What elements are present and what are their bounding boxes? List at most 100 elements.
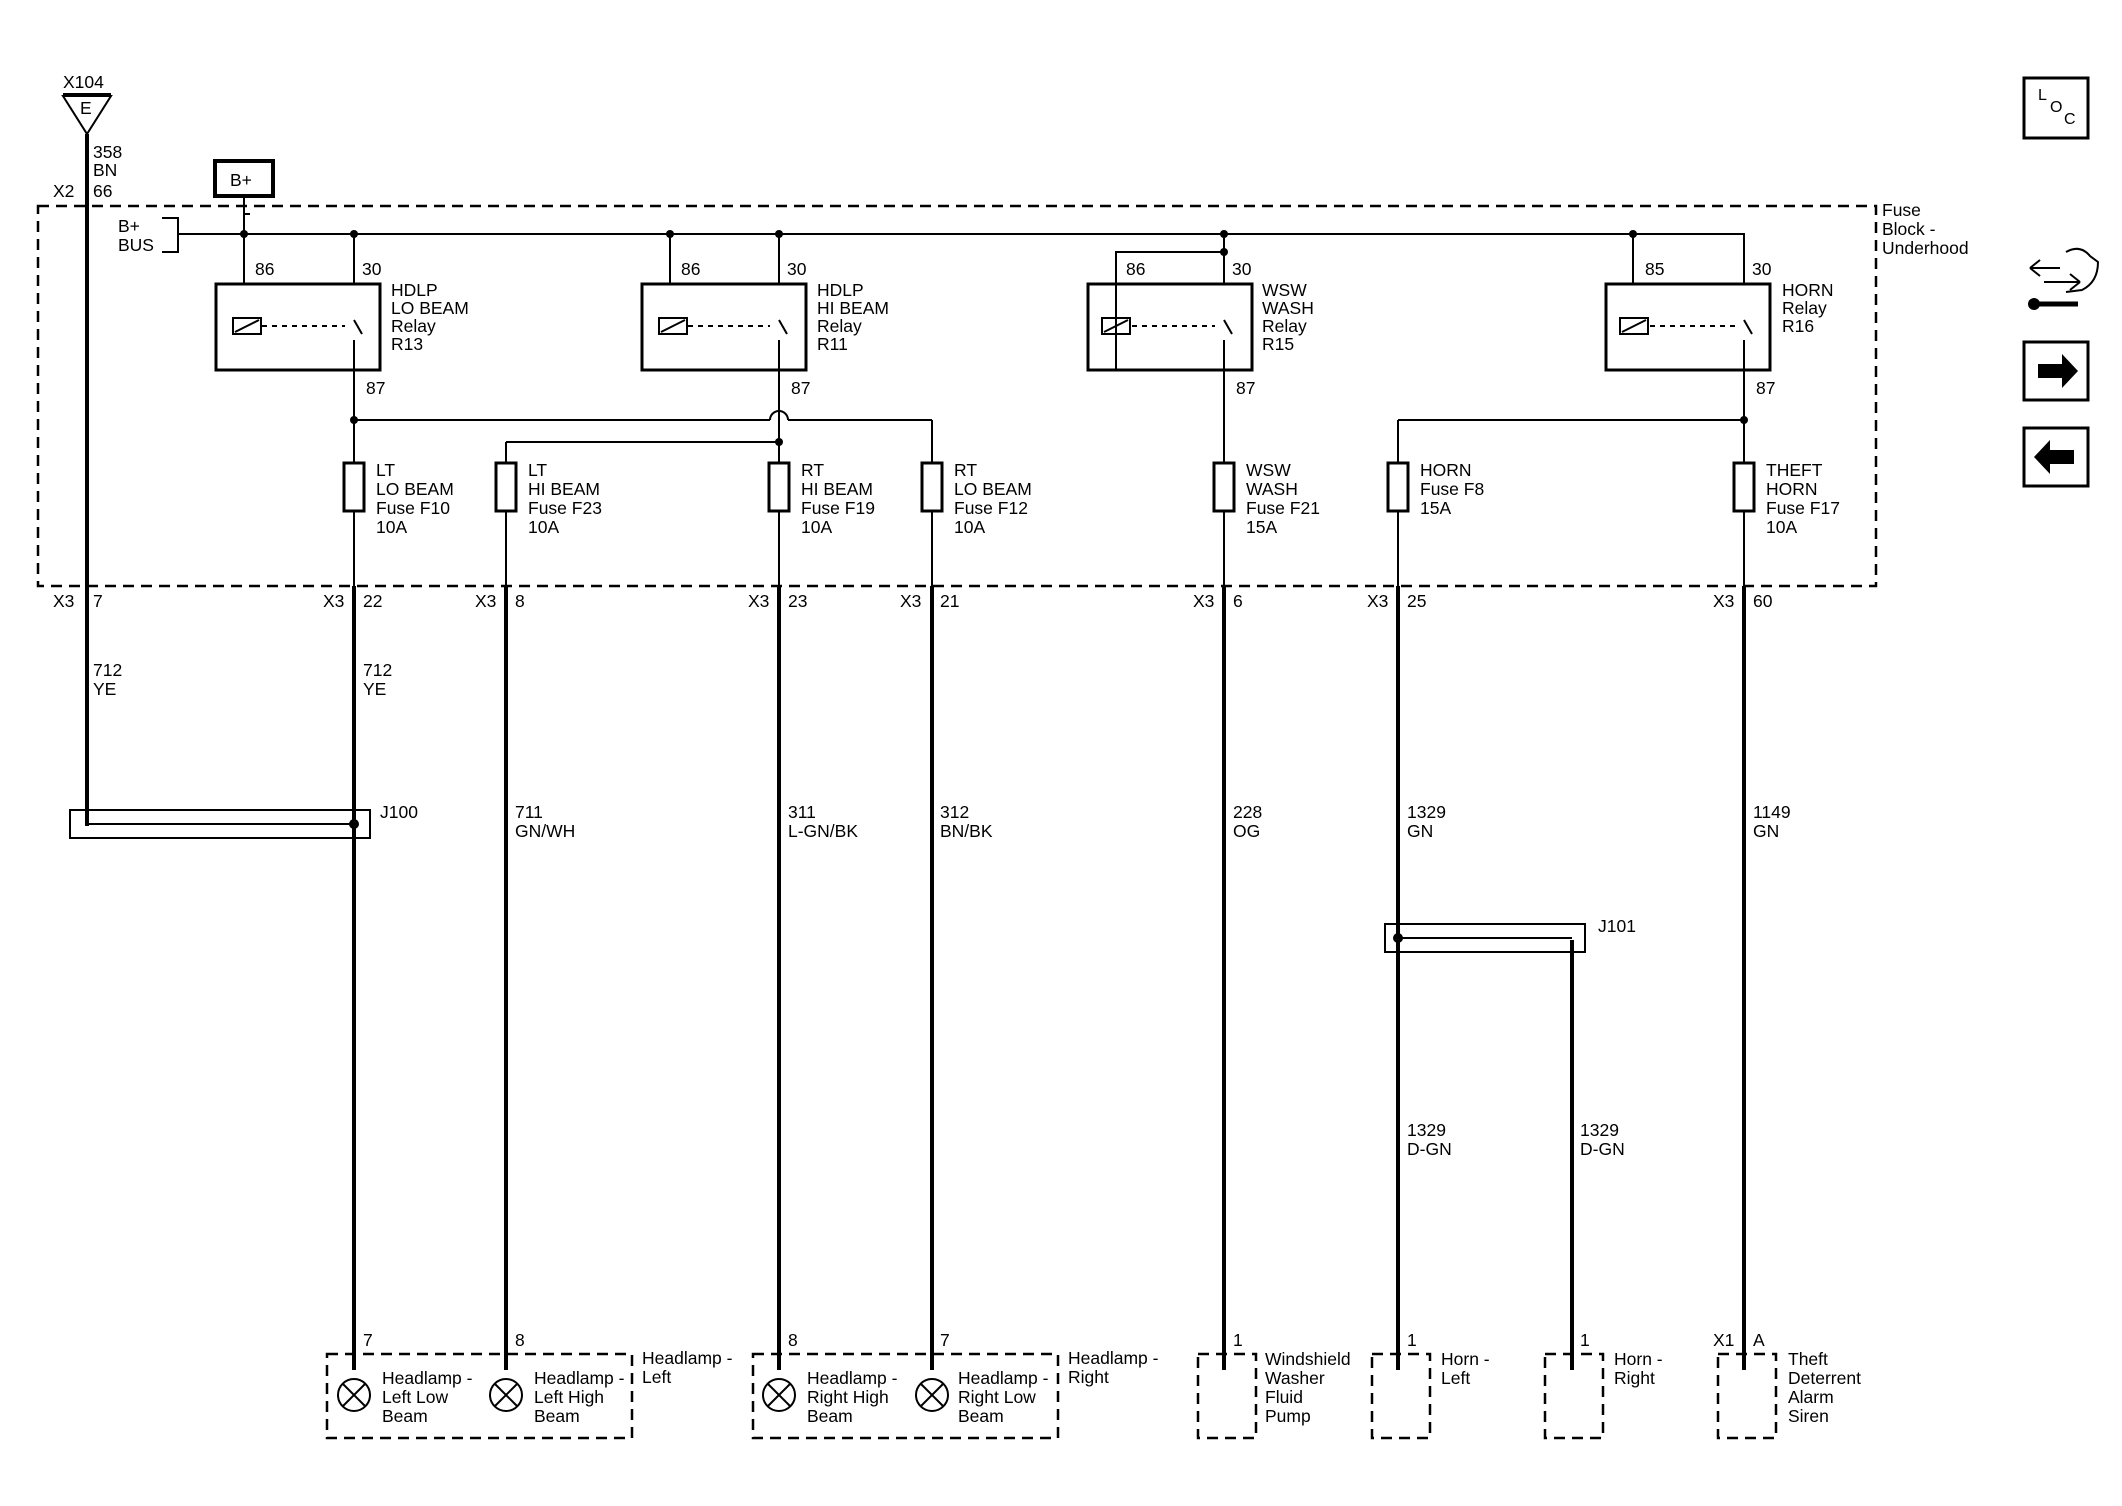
relay-r13: 86 30 87 HDLP LO BEAM Relay R13 [214, 234, 469, 398]
x2-connector: X2 [53, 181, 74, 201]
fuse-block-outline [36, 204, 1878, 588]
relay-r11-pin-86: 86 [681, 259, 700, 279]
relay-r13-label-3: R13 [391, 334, 423, 354]
relay-r11-label-2: Relay [817, 316, 862, 336]
svg-text:Siren: Siren [1788, 1406, 1829, 1426]
svg-text:THEFT: THEFT [1766, 460, 1823, 480]
loc-button[interactable]: L O C [2022, 76, 2090, 140]
wire-311-color: L-GN/BK [788, 821, 858, 841]
svg-text:1: 1 [1407, 1330, 1417, 1350]
svg-text:23: 23 [788, 591, 807, 611]
fuse-block-label-0: Fuse [1882, 200, 1921, 220]
svg-text:HORN: HORN [1420, 460, 1472, 480]
svg-text:Headlamp -: Headlamp - [642, 1348, 733, 1368]
wire-1329-left-color: D-GN [1407, 1139, 1452, 1159]
fuse-f8: HORN Fuse F8 15A [1386, 460, 1484, 518]
relay-r13-label-0: HDLP [391, 280, 438, 300]
wire-712-color: YE [363, 679, 386, 699]
arrow-right-icon[interactable] [2022, 340, 2090, 402]
fuse-f12: RT LO BEAM Fuse F12 10A [920, 460, 1032, 537]
connector-icon[interactable] [2028, 247, 2100, 310]
svg-text:Fuse F8: Fuse F8 [1420, 479, 1484, 499]
svg-text:HI BEAM: HI BEAM [528, 479, 600, 499]
relay-r15-pin-86: 86 [1126, 259, 1145, 279]
svg-text:LO BEAM: LO BEAM [376, 479, 454, 499]
fuse-block-label-2: Underhood [1882, 238, 1969, 258]
svg-text:X3: X3 [748, 591, 769, 611]
svg-text:Pump: Pump [1265, 1406, 1311, 1426]
relay-r16-label-0: HORN [1782, 280, 1834, 300]
svg-text:Washer: Washer [1265, 1368, 1325, 1388]
wire-228-color: OG [1233, 821, 1260, 841]
svg-text:10A: 10A [1766, 517, 1797, 537]
wire-312-color: BN/BK [940, 821, 993, 841]
wire-712-num: 712 [363, 660, 392, 680]
svg-text:Theft: Theft [1788, 1349, 1828, 1369]
svg-text:HORN: HORN [1766, 479, 1818, 499]
svg-text:Right: Right [1068, 1367, 1109, 1387]
relay-r13-pin-87: 87 [366, 378, 385, 398]
relay-r15-label-1: WASH [1262, 298, 1314, 318]
svg-text:15A: 15A [1246, 517, 1277, 537]
svg-text:Beam: Beam [534, 1406, 580, 1426]
fuse-f10: LT LO BEAM Fuse F10 10A [342, 460, 454, 537]
svg-text:10A: 10A [376, 517, 407, 537]
relay-r13-label-1: LO BEAM [391, 298, 469, 318]
relay-r11-label-3: R11 [817, 334, 848, 354]
svg-text:WASH: WASH [1246, 479, 1298, 499]
fuse-block-label-1: Block - [1882, 219, 1936, 239]
wire-312-num: 312 [940, 802, 969, 822]
svg-text:WSW: WSW [1246, 460, 1291, 480]
relay-r13-pin-30: 30 [362, 259, 382, 279]
wire-711-color: GN/WH [515, 821, 575, 841]
svg-text:Fluid: Fluid [1265, 1387, 1303, 1407]
svg-text:X3: X3 [900, 591, 921, 611]
lamp-left-low-icon [337, 1378, 371, 1412]
wire-1149-color: GN [1753, 821, 1779, 841]
ground-wire-color: BN [93, 160, 117, 180]
svg-text:1: 1 [1233, 1330, 1243, 1350]
relay-r15-label-3: R15 [1262, 334, 1294, 354]
fuse-f21: WSW WASH Fuse F21 15A [1212, 460, 1320, 537]
relay-r16-label-1: Relay [1782, 298, 1827, 318]
wire-228-num: 228 [1233, 802, 1262, 822]
svg-text:Windshield: Windshield [1265, 1349, 1351, 1369]
svg-text:Alarm: Alarm [1788, 1387, 1834, 1407]
relay-r11-label-1: HI BEAM [817, 298, 889, 318]
bus-label-0: B+ [118, 216, 140, 236]
svg-text:X3: X3 [475, 591, 496, 611]
svg-text:Left High: Left High [534, 1387, 604, 1407]
svg-text:L: L [2038, 87, 2047, 104]
ground-id: X104 [63, 72, 104, 92]
svg-text:J100: J100 [380, 802, 418, 822]
svg-text:7: 7 [363, 1330, 373, 1350]
wire-1149-num: 1149 [1753, 802, 1791, 822]
svg-text:Fuse F23: Fuse F23 [528, 498, 602, 518]
svg-text:10A: 10A [801, 517, 832, 537]
relay-r16-pin-85: 85 [1645, 259, 1664, 279]
svg-text:Right High: Right High [807, 1387, 889, 1407]
svg-text:21: 21 [940, 591, 959, 611]
svg-text:X3: X3 [323, 591, 344, 611]
svg-text:Beam: Beam [958, 1406, 1004, 1426]
ground-x104: X104 E 358 BN X2 66 [53, 72, 122, 201]
svg-text:7: 7 [940, 1330, 950, 1350]
x2-pin: 66 [93, 181, 112, 201]
svg-text:C: C [2064, 111, 2076, 128]
svg-text:Fuse F17: Fuse F17 [1766, 498, 1840, 518]
svg-text:Left: Left [1441, 1368, 1470, 1388]
relay-r13-pin-86: 86 [255, 259, 274, 279]
relay-r16-pin-87: 87 [1756, 378, 1775, 398]
svg-text:Right Low: Right Low [958, 1387, 1036, 1407]
relay-r11-pin-87: 87 [791, 378, 810, 398]
lamp-left-high-icon [489, 1378, 523, 1412]
arrow-left-icon[interactable] [2022, 426, 2090, 488]
relay-r15-label-0: WSW [1262, 280, 1307, 300]
fuse-f19: RT HI BEAM Fuse F19 10A [767, 460, 875, 537]
svg-text:6: 6 [1233, 591, 1243, 611]
ground-wire-number: 358 [93, 142, 122, 162]
svg-text:60: 60 [1753, 591, 1773, 611]
relay-r15-pin-87: 87 [1236, 378, 1255, 398]
wire-1329-num: 1329 [1407, 802, 1446, 822]
